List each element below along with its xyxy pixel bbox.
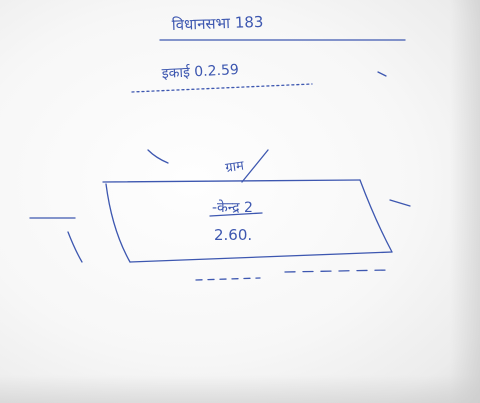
underline-2 [131,83,313,93]
heading-line-1: विधानसभा 183 [172,13,264,34]
right-mark [389,199,411,207]
box-text-line-2: 2.60. [214,226,252,244]
underline-dash-1 [195,277,261,281]
box-left-edge [105,183,131,263]
pointer-stroke-right [241,149,269,183]
box-right-edge [359,179,393,253]
box-text-dash [209,212,263,217]
paper-shadow-bottom [0,375,480,403]
pointer-stroke-left [147,149,169,164]
left-arrow-curve [67,231,83,263]
stray-mark [377,71,387,77]
heading-line-2: इकाई 0.2.59 [161,61,239,82]
box-top-edge [102,179,361,183]
paper-shadow-right [450,0,480,403]
underline-dash-2 [284,269,391,273]
box-text-line-1: -केन्द्र 2 [212,199,253,216]
box-title: ग्राम [224,159,245,176]
box-bottom-edge [129,251,393,263]
